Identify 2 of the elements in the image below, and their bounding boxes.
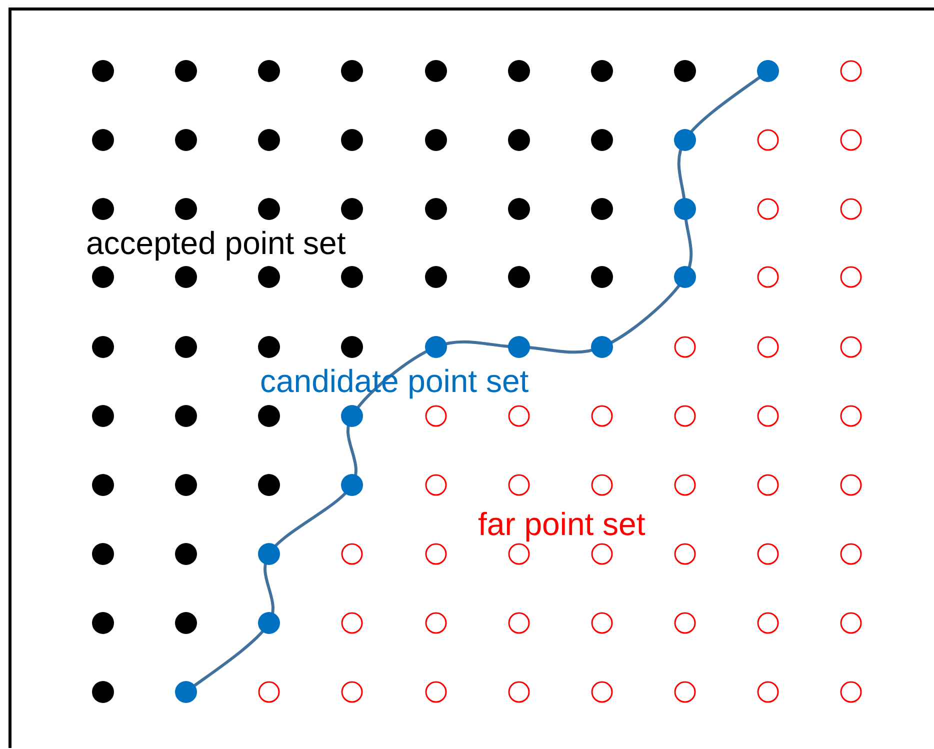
- far-set-label: far point set: [478, 506, 646, 542]
- accepted-set-label: accepted point set: [86, 225, 346, 261]
